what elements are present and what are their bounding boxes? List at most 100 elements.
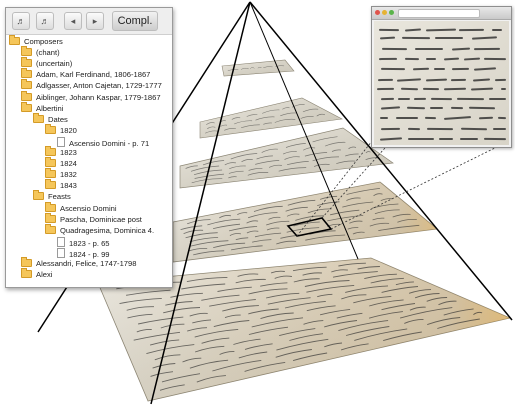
handwriting-stroke: [473, 78, 490, 81]
tree-folder-item[interactable]: 1843: [45, 180, 77, 191]
folder-icon: [21, 259, 32, 267]
handwriting-stroke: [381, 97, 394, 99]
tree-item-label: 1824: [60, 159, 77, 168]
tree-item-label: Aiblinger, Johann Kaspar, 1779-1867: [36, 93, 161, 102]
handwriting-stroke: [408, 138, 434, 140]
tree-item-label: Alexi: [36, 270, 52, 279]
folder-icon: [45, 170, 56, 178]
zoom-window: [371, 6, 512, 148]
close-icon[interactable]: [375, 10, 380, 15]
tree-folder-item[interactable]: Composers: [9, 36, 63, 47]
handwriting-stroke: [433, 68, 444, 70]
folder-icon: [45, 126, 56, 134]
handwriting-stroke: [413, 68, 430, 70]
tree-folder-item[interactable]: Aiblinger, Johann Kaspar, 1779-1867: [21, 92, 161, 103]
handwriting-stroke: [474, 48, 500, 50]
tree-item-label: Pascha, Dominicae post: [60, 215, 142, 224]
handwriting-stroke: [495, 79, 506, 81]
tree-folder-item[interactable]: Feasts: [33, 191, 71, 202]
handwriting-stroke: [377, 87, 394, 89]
handwriting-stroke: [452, 48, 470, 51]
handwriting-stroke: [380, 117, 388, 119]
handwriting-stroke: [396, 117, 418, 119]
folder-icon: [21, 270, 32, 278]
handwriting-stroke: [426, 58, 436, 60]
handwriting-stroke: [501, 87, 506, 89]
handwriting-stroke: [397, 78, 421, 81]
folder-icon: [33, 115, 44, 123]
manuscript-detail: [374, 21, 509, 145]
tree-folder-item[interactable]: 1820: [45, 125, 77, 136]
handwriting-stroke: [474, 67, 496, 70]
handwriting-stroke: [430, 107, 443, 109]
folder-icon: [45, 226, 56, 234]
handwriting-stroke: [402, 37, 430, 39]
tree-item-label: Alessandri, Felice, 1747-1798: [36, 259, 136, 268]
tree-folder-item[interactable]: (uncertain): [21, 58, 72, 69]
handwriting-stroke: [381, 128, 400, 130]
handwriting-stroke: [381, 107, 400, 110]
handwriting-stroke: [415, 48, 443, 50]
tree-item-label: Adam, Karl Ferdinand, 1806-1867: [36, 70, 150, 79]
handwriting-stroke: [471, 87, 493, 90]
tree-item-label: Feasts: [48, 192, 71, 201]
handwriting-stroke: [435, 37, 463, 39]
handwriting-stroke: [461, 128, 487, 130]
tree-doc-item[interactable]: 1824 - p. 99: [57, 247, 110, 258]
handwriting-stroke: [459, 29, 484, 31]
folder-icon: [21, 48, 32, 56]
handwriting-stroke: [444, 116, 471, 119]
handwriting-stroke: [484, 137, 506, 139]
tree-folder-item[interactable]: Adlgasser, Anton Cajetan, 1729-1777: [21, 80, 162, 91]
tree-folder-item[interactable]: Alessandri, Felice, 1747-1798: [21, 258, 136, 269]
folder-icon: [45, 159, 56, 167]
handwriting-stroke: [379, 29, 399, 31]
folder-icon: [45, 148, 56, 156]
tree-doc-item[interactable]: 1823 - p. 65: [57, 236, 110, 247]
tree-item-label: Albertini: [36, 104, 63, 113]
handwriting-stroke: [472, 37, 497, 40]
handwriting-stroke: [426, 78, 447, 81]
folder-icon: [21, 93, 32, 101]
tree-folder-item[interactable]: Pascha, Dominicae post: [45, 214, 142, 225]
maximize-icon[interactable]: [389, 10, 394, 15]
forward-button[interactable]: ▸: [86, 12, 104, 30]
back-button[interactable]: ◂: [64, 12, 82, 30]
handwriting-stroke: [405, 28, 421, 31]
minimize-icon[interactable]: [382, 10, 387, 15]
handwriting-stroke: [380, 37, 395, 39]
tree-item-label: (uncertain): [36, 59, 72, 68]
folder-icon: [45, 204, 56, 212]
handwriting-stroke: [426, 28, 456, 30]
compl-button[interactable]: Compl.: [112, 11, 158, 31]
folder-icon: [45, 181, 56, 189]
tree-folder-item[interactable]: Alexi: [21, 269, 52, 280]
folder-icon: [21, 70, 32, 78]
tree-item-label: 1832: [60, 170, 77, 179]
handwriting-stroke: [439, 138, 453, 140]
handwriting-stroke: [479, 117, 493, 119]
collapse-button[interactable]: ♬: [36, 12, 54, 30]
tree-folder-item[interactable]: Ascensio Domini: [45, 203, 117, 214]
handwriting-stroke: [484, 58, 506, 60]
tree-item-label: Quadragesima, Dominica 4.: [60, 226, 154, 235]
handwriting-stroke: [414, 97, 426, 99]
tree-item-label: 1823: [60, 148, 77, 157]
folder-icon: [21, 59, 32, 67]
handwriting-stroke: [425, 117, 436, 119]
tree-item-label: Dates: [48, 115, 68, 124]
expand-button[interactable]: ♬: [12, 12, 30, 30]
address-bar[interactable]: [398, 9, 480, 18]
folder-icon: [33, 192, 44, 200]
document-icon: [57, 237, 65, 247]
handwriting-stroke: [457, 97, 484, 99]
tree-folder-item[interactable]: Albertini: [21, 103, 63, 114]
handwriting-stroke: [382, 48, 407, 50]
tree-doc-item[interactable]: Ascensio Domini - p. 71: [57, 136, 149, 147]
folder-icon: [21, 81, 32, 89]
tree-folder-item[interactable]: Quadragesima, Dominica 4.: [45, 225, 154, 236]
handwriting-stroke: [460, 138, 478, 140]
handwriting-stroke: [407, 107, 425, 109]
tree-folder-item[interactable]: Adam, Karl Ferdinand, 1806-1867: [21, 69, 150, 80]
handwriting-stroke: [492, 29, 502, 31]
